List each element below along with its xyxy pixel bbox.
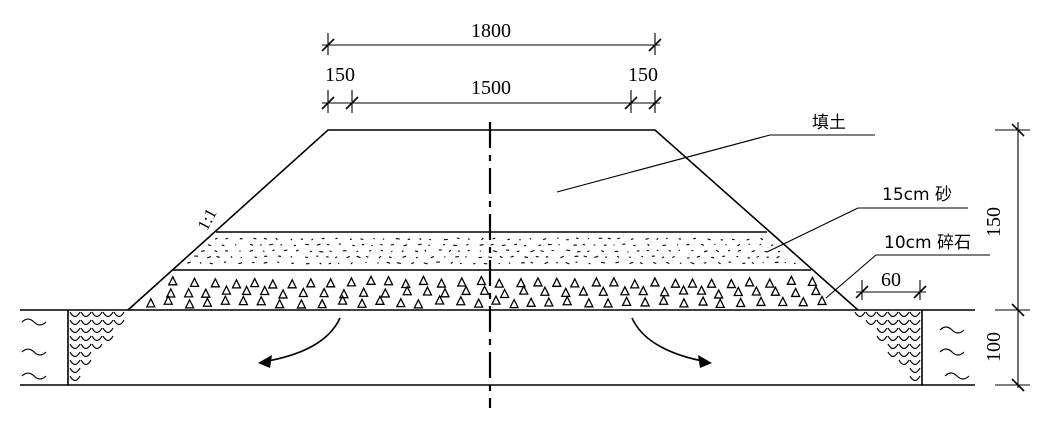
stone-toe-left	[69, 311, 125, 382]
dim-toe-width: 60	[855, 269, 927, 300]
seepage-arrow-left	[261, 317, 341, 363]
stone-toe-right	[854, 311, 921, 382]
gravel-label: 10cm 碎石	[884, 233, 971, 253]
dim-right-shoulder-label: 150	[628, 64, 658, 86]
dim-base-height-label: 100	[983, 332, 1005, 362]
dim-total-width-label: 1800	[471, 20, 511, 42]
dim-total-width: 1800	[321, 20, 662, 55]
leader-sand	[766, 207, 859, 253]
seepage-arrow-right	[631, 317, 709, 363]
dim-fill-height-label: 150	[983, 207, 1005, 237]
water-marks-left	[21, 318, 47, 380]
dim-heights: 150 100	[983, 122, 1030, 392]
arrowhead-right	[698, 355, 712, 368]
arrowhead-left	[258, 355, 272, 368]
embankment-outline	[127, 129, 859, 311]
dim-top-width-label: 1500	[471, 77, 511, 99]
sand-label: 15cm 砂	[882, 185, 952, 205]
dim-top-width: 150 1500 150	[321, 64, 662, 113]
sand-texture	[187, 237, 796, 265]
fill-label: 填土	[812, 113, 846, 133]
dim-left-shoulder-label: 150	[325, 64, 355, 86]
leader-fill	[556, 134, 771, 193]
gravel-texture	[145, 274, 828, 309]
leader-gravel	[825, 254, 877, 299]
dim-toe-width-label: 60	[881, 269, 901, 291]
water-marks-right	[939, 326, 970, 380]
